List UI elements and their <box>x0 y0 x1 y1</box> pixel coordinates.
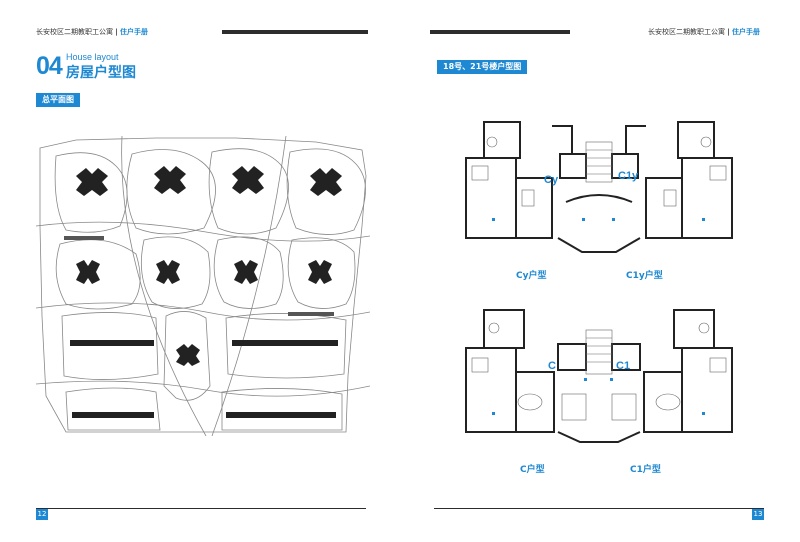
section-tag-floor-plans: 18号、21号楼户型图 <box>437 60 528 74</box>
plan-bottom-right-label: C1户型 <box>630 465 661 475</box>
right-page: 长安校区二期教职工公寓 | 住户手册 18号、21号楼户型图 <box>400 0 800 542</box>
floor-plan-top <box>465 121 733 253</box>
right-header-highlight: 住户手册 <box>732 28 761 36</box>
plan-top-left-letter: Cy <box>544 174 559 186</box>
plan-bottom-left-label: C户型 <box>520 465 545 475</box>
right-footer-line <box>434 508 764 509</box>
right-header-bar <box>430 30 570 34</box>
plan-top-right-letter: C1y <box>618 170 639 182</box>
plan-top-left-label: Cy户型 <box>516 271 547 281</box>
left-page: 长安校区二期教职工公寓 | 住户手册 04 House layout 房屋户型图… <box>36 27 370 520</box>
left-header-title: 长安校区二期教职工公寓 <box>36 28 113 36</box>
left-header-highlight: 住户手册 <box>120 28 149 36</box>
plan-bottom-right-letter: C1 <box>616 360 631 372</box>
plan-bottom-left-letter: C <box>548 360 556 372</box>
right-header-title: 长安校区二期教职工公寓 <box>648 28 725 36</box>
chapter-title-en: House layout <box>66 52 119 62</box>
chapter-title-cn: 房屋户型图 <box>66 65 136 81</box>
chapter-number: 04 <box>36 52 63 80</box>
floor-plan-bottom <box>465 309 733 443</box>
section-tag-site-plan: 总平面图 <box>36 93 80 107</box>
right-header-separator: | <box>727 28 730 36</box>
right-header: 长安校区二期教职工公寓 | 住户手册 <box>648 27 760 37</box>
right-page-number: 13 <box>752 509 764 520</box>
plan-top-right-label: C1y户型 <box>626 271 663 281</box>
left-page-number: 12 <box>36 509 48 520</box>
site-plan-drawing <box>36 136 370 436</box>
left-header-separator: | <box>115 28 118 36</box>
left-header-bar <box>222 30 368 34</box>
left-footer-line <box>36 508 366 509</box>
left-header: 长安校区二期教职工公寓 | 住户手册 <box>36 27 148 37</box>
